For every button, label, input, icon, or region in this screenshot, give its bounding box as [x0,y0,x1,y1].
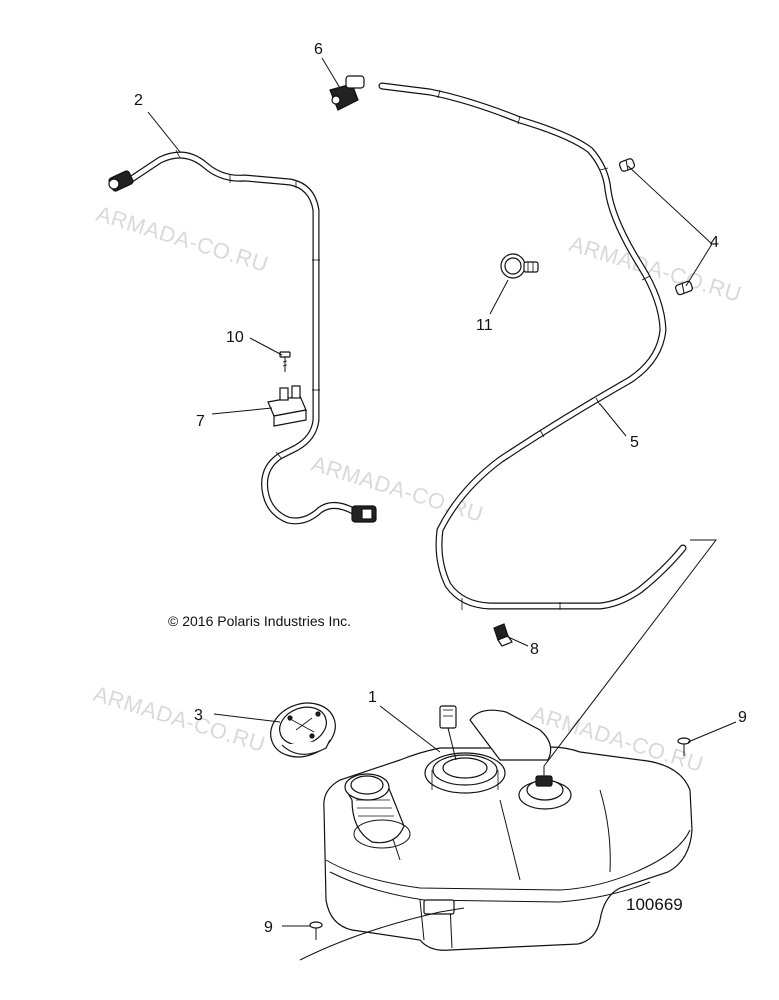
callout-1: 1 [368,689,377,706]
watermark-4: ARMADA-CO.RU [91,681,269,757]
fuel-cap-3 [270,702,336,758]
callout-2: 2 [134,92,143,109]
callout-10: 10 [226,329,244,346]
callout-8: 8 [530,641,539,658]
callout-4: 4 [710,234,719,251]
watermark-1: ARMADA-CO.RU [94,201,272,277]
vent-line-right [378,82,687,610]
document-number: 100669 [626,895,683,914]
vent-line-left [108,149,377,525]
watermark-layer: ARMADA-CO.RU ARMADA-CO.RU ARMADA-CO.RU A… [91,201,745,777]
watermark-3: ARMADA-CO.RU [309,451,487,527]
connector-6 [329,75,365,111]
callout-9-upper: 9 [738,709,747,726]
callout-11: 11 [476,317,493,334]
hose-retainer-7 [267,385,307,427]
screw-9b [309,921,323,940]
copyright-notice: © 2016 Polaris Industries Inc. [168,613,351,629]
leader-lines [147,57,737,961]
callout-7: 7 [196,413,205,430]
callout-6: 6 [314,41,323,58]
callout-5: 5 [630,434,639,451]
callout-3: 3 [194,707,203,724]
clip-8 [493,623,513,647]
vent-line-left-end-fitting [351,505,377,523]
hose-clip-4b [675,280,693,296]
hose-clamp-11 [500,253,539,279]
vent-line-left-fitting [108,170,134,192]
callout-labels: 1 2 3 4 5 6 7 8 9 9 10 11 [134,41,747,936]
fuel-tank-1 [323,705,693,951]
callout-9-lower: 9 [264,919,273,936]
